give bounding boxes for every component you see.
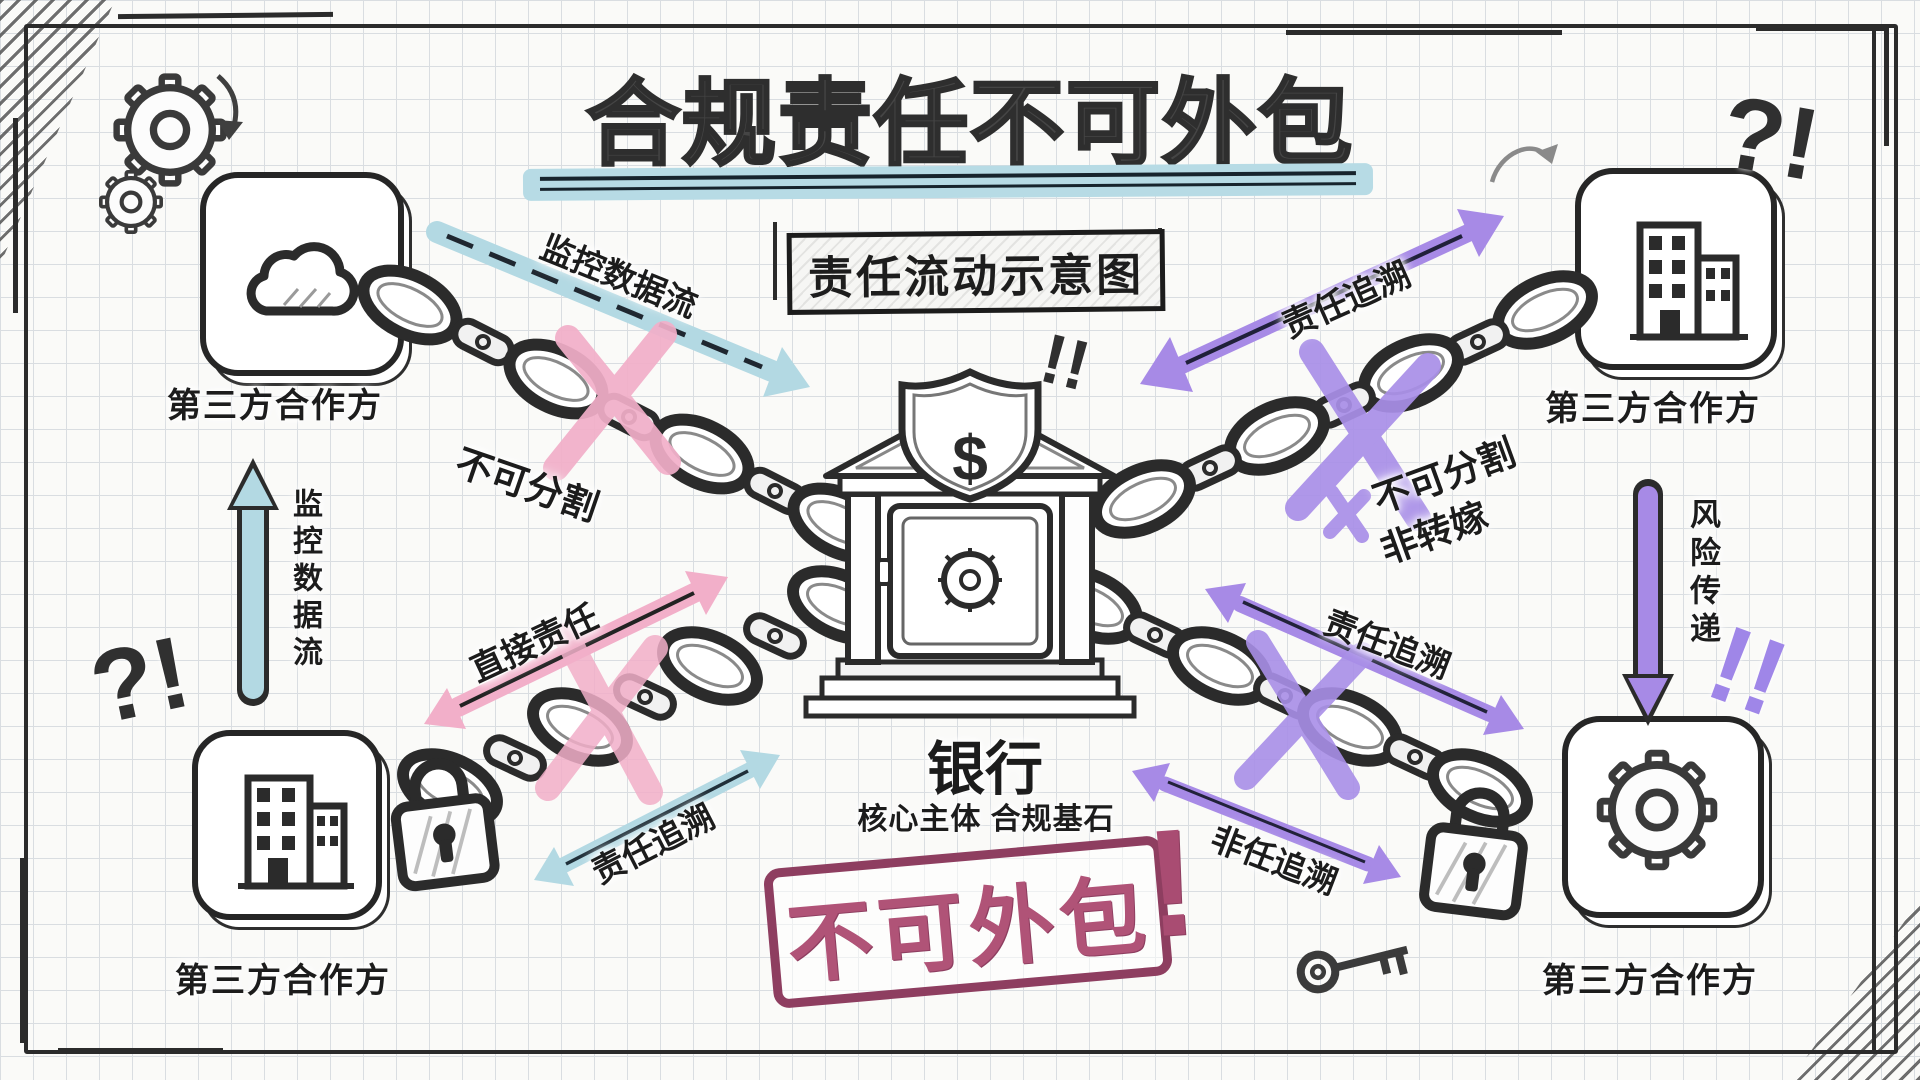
purple-x-mark-br (1234, 630, 1374, 800)
key-icon (1297, 933, 1413, 998)
bank-building: $ (803, 368, 1137, 719)
shield-icon (898, 368, 1042, 503)
flow-label-risk-right: 风险传递 (1685, 498, 1720, 650)
building-icon (238, 774, 354, 890)
subtitle-tick (773, 222, 777, 300)
corner-mark (1555, 1050, 1785, 1054)
bank-label: 银行 (926, 737, 1043, 802)
curved-arrow-head (1536, 144, 1558, 164)
arrow-trace-br-lower (1132, 763, 1401, 884)
arrow-monitor-data-tl (426, 221, 810, 397)
pink-x-mark-bl (535, 623, 668, 805)
arrow-trace-tr (1140, 209, 1504, 392)
building-icon (1630, 221, 1748, 341)
flow-label-monitor-data-left: 监控数据流 (288, 488, 321, 673)
dollar-symbol: $ (952, 422, 988, 494)
pink-x-mark-tl (543, 321, 681, 481)
arrow-trace-bl (534, 750, 780, 886)
corner-mark (58, 1048, 223, 1053)
bank-sublabel: 核心主体 合规基石 (857, 803, 1115, 836)
corner-mark (13, 118, 18, 313)
page-title: 合规责任不可外包 (584, 70, 1354, 178)
subtitle-text: 责任流动示意图 (807, 248, 1145, 304)
corner-mark (20, 858, 25, 1043)
stamp-text: 不可外包 (783, 866, 1155, 995)
cloud-icon (246, 242, 359, 316)
corner-mark (1286, 30, 1562, 35)
arrow-risk-right (1622, 479, 1674, 726)
border-double-line (1872, 30, 1876, 1050)
arrow-monitor-data-left (227, 458, 279, 706)
gear-icon (101, 172, 161, 232)
gear-icon (117, 77, 224, 184)
partner-label-top-left: 第三方合作方 (167, 387, 383, 425)
partner-label-bottom-right: 第三方合作方 (1542, 962, 1758, 1000)
purple-x-mark-tr (1285, 339, 1441, 543)
gear-icon (1600, 753, 1714, 867)
subtitle-box: 责任流动示意图 (786, 229, 1166, 315)
partner-label-bottom-left: 第三方合作方 (175, 962, 391, 1000)
curved-arrow-head (217, 120, 243, 140)
page-frame (24, 24, 1898, 1054)
question-exclamation-decoration: ?! (1712, 73, 1828, 203)
partner-label-top-right: 第三方合作方 (1545, 390, 1761, 428)
corner-mark (1884, 28, 1889, 146)
corner-mark (1756, 26, 1888, 31)
title-underline (522, 163, 1374, 201)
